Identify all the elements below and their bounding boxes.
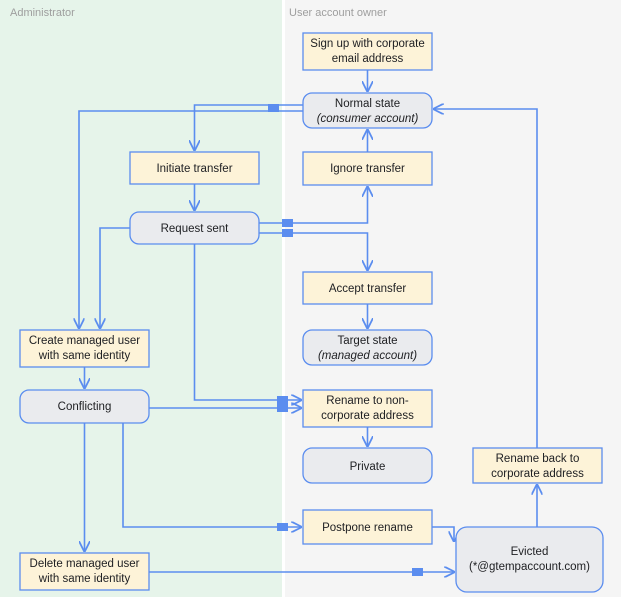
node-delete-managed-user-line2: with same identity (38, 573, 131, 585)
node-evicted[interactable]: Evicted (*@gtempaccount.com) (455, 526, 604, 593)
junction-request-right-upper (282, 219, 293, 227)
node-rename-back-line2: corporate address (491, 468, 584, 480)
node-create-managed-user-line1: Create managed user (29, 335, 140, 347)
junction-normal-left (268, 104, 279, 112)
node-create-managed-user-line2: with same identity (38, 350, 131, 362)
node-delete-managed-user[interactable]: Delete managed user with same identity (19, 552, 150, 591)
edge-conflicting-to-postpone (122, 423, 301, 527)
node-conflicting[interactable]: Conflicting (19, 389, 150, 424)
nodes: Sign up with corporate email address Nor… (19, 32, 604, 593)
node-initiate-transfer-label: Initiate transfer (156, 163, 232, 175)
node-rename-noncorporate-line2: corporate address (321, 410, 414, 422)
node-normal-state-line2: (consumer account) (317, 113, 419, 125)
junction-evicted-in (412, 568, 423, 576)
edge-normal-to-initiate (195, 104, 303, 150)
node-signup-line2: email address (332, 53, 404, 65)
edge-request-to-ignore (259, 187, 368, 224)
edge-postpone-to-evicted (432, 526, 454, 541)
node-evicted-line1: Evicted (511, 546, 549, 558)
node-rename-noncorporate[interactable]: Rename to non- corporate address (302, 389, 433, 428)
node-request-sent-label: Request sent (161, 223, 230, 235)
node-target-state-line2: (managed account) (318, 350, 417, 362)
node-rename-back[interactable]: Rename back to corporate address (472, 447, 603, 484)
edge-request-to-create-managed-user (100, 227, 130, 328)
node-rename-noncorporate-line1: Rename to non- (326, 395, 409, 407)
node-signup-line1: Sign up with corporate (310, 38, 424, 50)
node-request-sent[interactable]: Request sent (129, 211, 260, 245)
node-rename-back-line1: Rename back to (496, 453, 580, 465)
node-accept-transfer[interactable]: Accept transfer (302, 271, 433, 305)
node-private[interactable]: Private (302, 447, 433, 484)
node-postpone-rename-label: Postpone rename (322, 522, 413, 534)
edge-renameback-to-normal (434, 109, 538, 448)
node-target-state[interactable]: Target state (managed account) (302, 329, 433, 366)
node-ignore-transfer[interactable]: Ignore transfer (302, 151, 433, 186)
node-delete-managed-user-line1: Delete managed user (30, 558, 140, 570)
edge-request-to-rename-noncorporate (193, 244, 302, 400)
edge-request-to-accept (259, 232, 368, 270)
node-normal-state[interactable]: Normal state (consumer account) (302, 92, 433, 129)
connectors (79, 70, 537, 576)
junction-postpone-in (277, 523, 288, 531)
node-postpone-rename[interactable]: Postpone rename (302, 509, 433, 545)
node-initiate-transfer[interactable]: Initiate transfer (129, 151, 260, 185)
lane-admin-background (0, 0, 282, 597)
edge-normal-to-create-managed-user (79, 110, 303, 328)
node-signup[interactable]: Sign up with corporate email address (302, 32, 433, 71)
node-accept-transfer-label: Accept transfer (329, 283, 407, 295)
lane-admin-label: Administrator (10, 7, 75, 19)
lane-user-label: User account owner (289, 7, 387, 19)
junction-request-rename-bus (277, 396, 288, 404)
node-normal-state-line1: Normal state (335, 98, 400, 110)
node-private-label: Private (350, 461, 386, 473)
junction-request-right-lower (282, 229, 293, 237)
node-conflicting-label: Conflicting (58, 401, 112, 413)
node-ignore-transfer-label: Ignore transfer (330, 163, 405, 175)
junction-conflicting-right (277, 404, 288, 412)
node-create-managed-user[interactable]: Create managed user with same identity (19, 329, 150, 368)
node-evicted-line2: (*@gtempaccount.com) (469, 561, 590, 573)
node-target-state-line1: Target state (337, 335, 397, 347)
